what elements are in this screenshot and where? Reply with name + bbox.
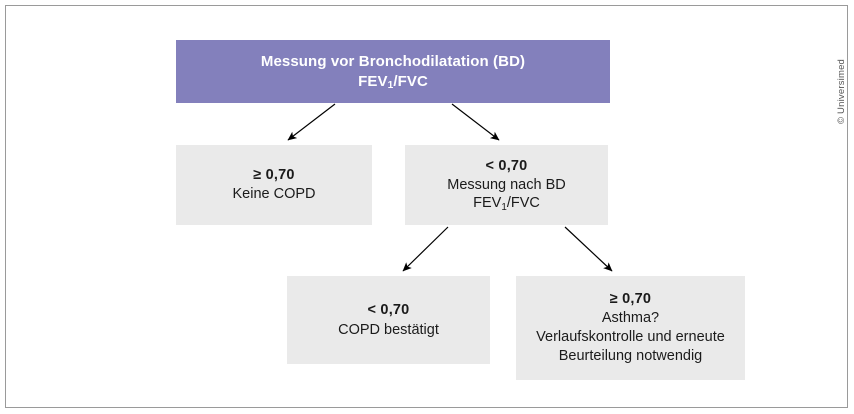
arrow-root-to-no-copd bbox=[287, 103, 336, 141]
node-post-bd-fev-text: FEV bbox=[473, 195, 502, 212]
arrow-root-to-post-bd bbox=[451, 103, 500, 141]
node-asthma-followup-line-1: Verlaufskontrolle und erneute bbox=[536, 329, 725, 345]
node-copd-confirmed: < 0,70 COPD bestätigt bbox=[287, 276, 490, 364]
node-asthma-ratio: ≥ 0,70 bbox=[609, 291, 652, 308]
node-post-bd-fvc-text: /FVC bbox=[506, 195, 540, 212]
node-copd-confirmed-ratio: < 0,70 bbox=[367, 301, 410, 318]
node-root-fvc-text: /FVC bbox=[393, 72, 428, 90]
node-post-bd-ratio: < 0,70 bbox=[485, 157, 528, 174]
node-no-copd: ≥ 0,70 Keine COPD bbox=[176, 145, 372, 225]
node-no-copd-ratio: ≥ 0,70 bbox=[253, 167, 295, 184]
node-asthma-question: Asthma? bbox=[601, 310, 660, 327]
arrow-post-bd-to-copd-confirmed bbox=[402, 226, 449, 272]
node-copd-confirmed-label: COPD bestätigt bbox=[338, 321, 439, 338]
node-post-bd-measure: FEV1/FVC bbox=[473, 194, 540, 213]
node-root-fev-subscript: 1 bbox=[387, 80, 394, 92]
arrow-post-bd-to-asthma bbox=[564, 226, 613, 272]
copyright-credit: © Universimed bbox=[836, 59, 854, 124]
node-measurement-post-bd: < 0,70 Messung nach BD FEV1/FVC bbox=[405, 145, 608, 225]
node-root-line-2: FEV1/FVC bbox=[358, 72, 428, 92]
node-root-line-1: Messung vor Bronchodilatation (BD) bbox=[260, 53, 526, 70]
node-root-fev-text: FEV bbox=[358, 72, 388, 90]
node-post-bd-fev-subscript: 1 bbox=[501, 202, 507, 214]
node-measurement-pre-bd: Messung vor Bronchodilatation (BD) FEV1/… bbox=[176, 40, 610, 103]
node-asthma-followup-line-2: Beurteilung notwendig bbox=[558, 347, 703, 364]
node-post-bd-label: Messung nach BD bbox=[447, 176, 566, 193]
node-asthma-followup: ≥ 0,70 Asthma? Verlaufskontrolle und ern… bbox=[516, 276, 745, 380]
node-no-copd-label: Keine COPD bbox=[232, 186, 316, 202]
